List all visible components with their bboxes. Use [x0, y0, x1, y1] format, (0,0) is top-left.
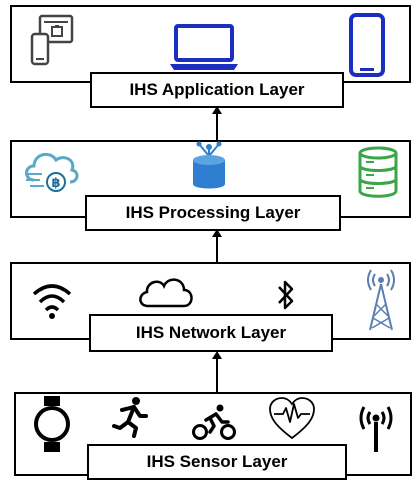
remote-device-icon	[30, 14, 74, 66]
data-hub-icon	[193, 141, 225, 189]
database-icon	[358, 146, 398, 198]
heart-rate-icon	[269, 397, 315, 440]
network-layer-label: IHS Network Layer	[89, 314, 333, 352]
svg-text:฿: ฿	[51, 176, 60, 191]
bluetooth-icon	[278, 280, 294, 310]
signal-antenna-icon	[359, 406, 393, 452]
radio-tower-icon	[367, 269, 395, 331]
laptop-icon	[170, 24, 238, 70]
smartphone-icon	[349, 13, 385, 77]
arrow-processing-to-application	[212, 106, 222, 145]
cloud-icon	[139, 278, 193, 308]
running-icon	[112, 397, 148, 438]
application-layer-label: IHS Application Layer	[90, 72, 344, 108]
smartwatch-icon	[34, 396, 70, 452]
processing-layer-label: IHS Processing Layer	[85, 195, 341, 231]
wifi-icon	[32, 284, 72, 319]
arrow-network-to-processing	[212, 229, 222, 264]
cloud-bitcoin-icon: ฿	[25, 152, 79, 192]
sensor-layer-label: IHS Sensor Layer	[87, 444, 347, 480]
cycling-icon	[192, 404, 236, 440]
arrow-sensor-to-network	[212, 351, 222, 396]
